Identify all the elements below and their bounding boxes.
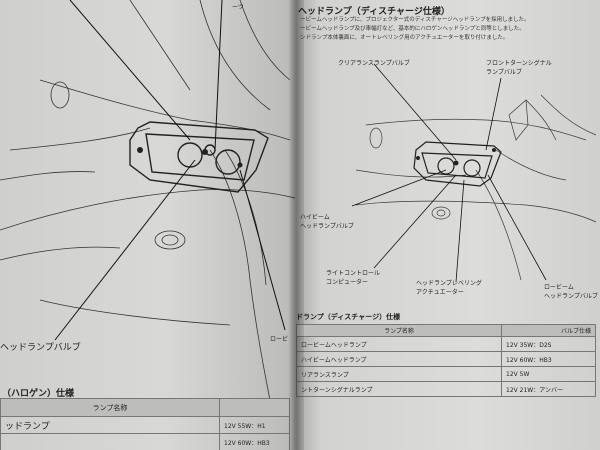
column-header: ランプ名称 <box>0 398 220 417</box>
description-line: ービームヘッドランプに、プロジェクター式のディスチャージヘッドランプを採用しまし… <box>300 17 530 23</box>
bulb-spec: 12V 5W <box>501 366 596 382</box>
right-headlamp-illustration <box>351 63 597 283</box>
table-row: リアランスランプ 12V 5W <box>296 366 596 382</box>
high-beam-bulb-label-1: ハイビーム <box>300 214 330 221</box>
lamp-name: ハイビームヘッドランプ <box>296 351 502 367</box>
halogen-table-title: （ハロゲン）仕様 <box>2 389 75 399</box>
top-label-fragment: ーツ <box>232 4 244 11</box>
lamp-name: ッドランプ <box>0 416 220 434</box>
low-beam-bulb-label-1: ロービーム <box>544 284 574 291</box>
column-header <box>219 398 290 417</box>
bulb-spec: 12V 60W：HB3 <box>501 351 596 367</box>
table-row: ントターンシグナルランプ 12V 21W：アンバー <box>296 381 596 397</box>
low-beam-bulb-label-2: ヘッドランプバルブ <box>544 293 598 300</box>
column-header: バルブ仕様 <box>501 324 596 337</box>
discharge-table-title: ドランプ（ディスチャージ）仕様 <box>296 313 401 321</box>
discharge-spec-table: ランプ名称 バルブ仕様 ロービームヘッドランプ 12V 35W：D2S ハイビー… <box>296 324 596 397</box>
lamp-name <box>0 433 220 450</box>
light-control-label-1: ライトコントロール <box>326 270 381 277</box>
lamp-name: ロービームヘッドランプ <box>296 336 502 352</box>
front-turn-bulb-label-1: フロントターンシグナル <box>486 60 552 67</box>
lamp-name: リアランスランプ <box>296 366 502 382</box>
light-control-label-2: コンピューター <box>326 279 369 286</box>
headlamp-bulb-label: ヘッドランプバルブ <box>0 343 81 353</box>
bulb-spec: 12V 35W：D2S <box>501 336 596 352</box>
leveling-actuator-label-2: アクチュエーター <box>416 289 464 296</box>
description-line: ービームヘッドランプ及び車幅灯など、基本的にハロゲンヘッドランプと同等としました… <box>300 26 525 32</box>
table-row: 12V 60W：HB3 <box>0 433 290 450</box>
bulb-spec: 12V 55W：H1 <box>219 416 290 434</box>
left-page: ーツ ヘッドランプバルブ ロービ （ハロゲン）仕様 ランプ名称 ッドランプ 12… <box>0 0 300 450</box>
front-turn-bulb-label-2: ランプバルブ <box>486 69 522 76</box>
table-row: ロービームヘッドランプ 12V 35W：D2S <box>296 336 596 352</box>
high-beam-bulb-label-2: ヘッドランプバルブ <box>300 223 354 230</box>
bulb-spec: 12V 60W：HB3 <box>219 433 290 450</box>
halogen-spec-table: ランプ名称 ッドランプ 12V 55W：H1 12V 60W：HB3 <box>0 398 290 450</box>
column-header: ランプ名称 <box>296 324 502 337</box>
description-line: ンドランプ本体裏面に、オートレベリング用のアクチュエーターを取り付けました。 <box>300 35 509 41</box>
lamp-name: ントターンシグナルランプ <box>296 381 502 397</box>
right-page: ヘッドランプ（ディスチャージ仕様） ービームヘッドランプに、プロジェクター式のデ… <box>296 0 600 450</box>
side-label-fragment: ロービ <box>270 336 289 343</box>
table-row: ハイビームヘッドランプ 12V 60W：HB3 <box>296 351 596 367</box>
bulb-spec: 12V 21W：アンバー <box>501 381 596 397</box>
table-row: ッドランプ 12V 55W：H1 <box>0 416 290 434</box>
book-gutter <box>288 0 304 450</box>
section-title: ヘッドランプ（ディスチャージ仕様） <box>298 7 450 17</box>
clearance-bulb-label: クリアランスランプバルブ <box>338 60 410 67</box>
left-headlamp-illustration <box>54 0 286 341</box>
leveling-actuator-label-1: ヘッドランプレベリング <box>416 280 482 287</box>
